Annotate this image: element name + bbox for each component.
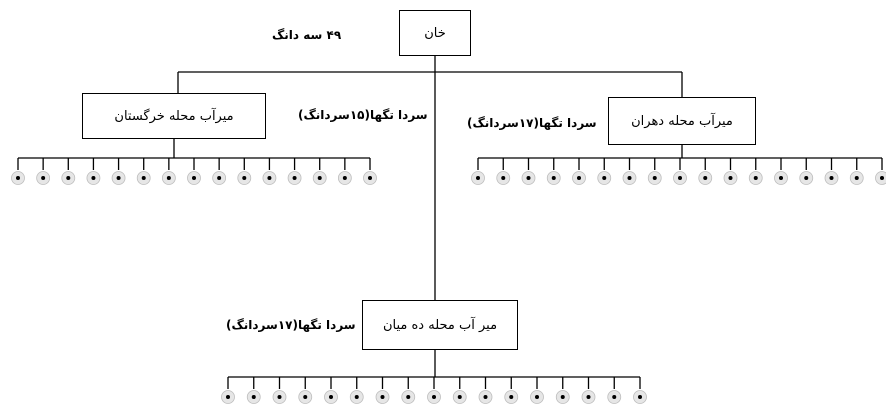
- deh-miyan-member-dot: [560, 395, 565, 399]
- dehran-member-dot: [501, 176, 506, 180]
- dehran-member-dot: [728, 176, 733, 180]
- khorgestan-member-dot: [66, 176, 71, 180]
- deh-miyan-member-dot: [638, 395, 642, 399]
- deh-miyan-member-dot: [483, 395, 488, 399]
- deh-miyan-member-dot: [329, 395, 333, 399]
- khorgestan-member-dot: [292, 176, 297, 180]
- deh-miyan-member-dot: [457, 395, 462, 399]
- dehran-member-dot: [678, 176, 682, 180]
- deh-miyan-member-dot: [535, 395, 539, 399]
- dehran-member-dot: [753, 176, 758, 180]
- root-share-label: ۴۹ سه دانگ: [272, 28, 342, 42]
- dehran-member-dot: [551, 176, 556, 180]
- dehran-member-dot: [602, 176, 607, 180]
- dehran-share-label: سردا تگها(۱۷سردانگ): [467, 116, 597, 130]
- deh-miyan-member-dot: [277, 395, 282, 399]
- khorgestan-member-dot: [192, 176, 196, 180]
- deh-miyan-share-label: سردا تگها(۱۷سردانگ): [226, 318, 356, 332]
- deh-miyan-member-dot: [612, 395, 617, 399]
- khorgestan-member-dot: [91, 176, 96, 180]
- khorgestan-member-dot: [41, 176, 46, 180]
- khorgestan-member-dot: [116, 176, 121, 180]
- deh-miyan-member-dot: [380, 395, 385, 399]
- deh-miyan-member-dot: [406, 395, 411, 399]
- deh-miyan-member-dot: [586, 395, 591, 399]
- deh-miyan-member-dot: [354, 395, 359, 399]
- khorgestan-share-label: سردا تگها(۱۵سردانگ): [298, 108, 428, 122]
- deh-miyan-member-dot: [509, 395, 514, 399]
- dehran-member-dot: [526, 176, 531, 180]
- khorgestan-member-dot: [342, 176, 347, 180]
- dehran-member-dot: [804, 176, 809, 180]
- deh-miyan-member-dot: [251, 395, 256, 399]
- deh-miyan-label: میر آب محله ده میان: [382, 317, 498, 333]
- dehran-member-dot: [779, 176, 783, 180]
- dehran-member-dot: [703, 176, 708, 180]
- khorgestan-member-dot: [368, 176, 372, 180]
- deh-miyan-box: میر آب محله ده میان: [362, 300, 518, 350]
- khorgestan-member-dot: [166, 176, 171, 180]
- dehran-member-dot: [577, 176, 581, 180]
- deh-miyan-member-dot: [432, 395, 436, 399]
- khorgestan-box: میرآب محله خرگستان: [82, 93, 266, 139]
- dehran-member-dot: [627, 176, 632, 180]
- dehran-member-dot: [652, 176, 657, 180]
- khorgestan-member-dot: [141, 176, 146, 180]
- dehran-box: میرآب محله دهران: [608, 97, 756, 145]
- deh-miyan-member-dot: [303, 395, 308, 399]
- khorgestan-member-dot: [267, 176, 272, 180]
- dehran-label: میرآب محله دهران: [631, 113, 733, 129]
- khorgestan-label: میرآب محله خرگستان: [114, 108, 234, 124]
- root-box: خان: [399, 10, 471, 56]
- dehran-member-dot: [829, 176, 834, 180]
- khorgestan-member-dot: [317, 176, 322, 180]
- dehran-member-dot: [854, 176, 859, 180]
- khorgestan-member-dot: [242, 176, 247, 180]
- dehran-member-dot: [880, 176, 884, 180]
- root-label: خان: [424, 25, 446, 41]
- dehran-member-dot: [476, 176, 480, 180]
- khorgestan-member-dot: [217, 176, 222, 180]
- deh-miyan-member-dot: [226, 395, 230, 399]
- khorgestan-member-dot: [16, 176, 20, 180]
